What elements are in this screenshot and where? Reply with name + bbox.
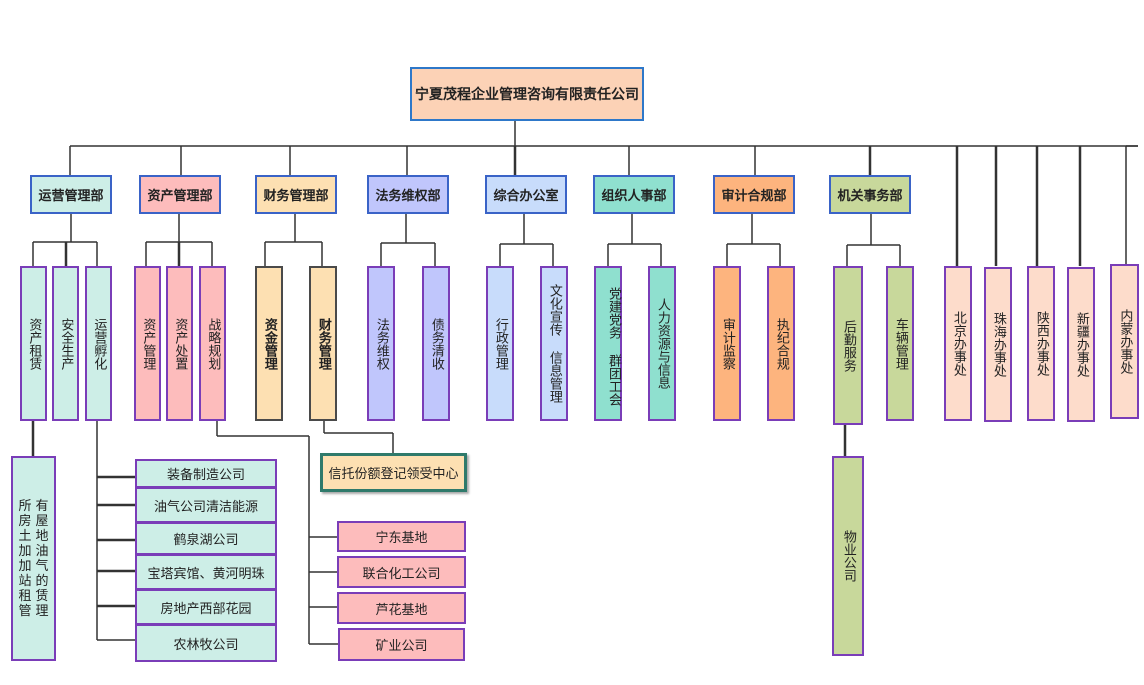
unit-administration: 行政管理 [486, 266, 514, 421]
dept-label: 法务维权部 [375, 189, 441, 204]
property-company-node: 物业公司 [832, 456, 864, 656]
lease-detail-char: 站 [18, 573, 32, 589]
dept-operations: 运营管理部 [30, 175, 112, 214]
lease-detail-char: 油 [35, 543, 49, 559]
lease-detail-char: 的 [35, 573, 49, 589]
company-real-estate: 房地产西部花园 [135, 589, 277, 625]
lease-detail-char: 屋 [35, 513, 49, 529]
lease-detail-char: 理 [35, 603, 49, 619]
unit-logistics-service: 后勤服务 [833, 266, 863, 425]
unit-financial-management: 财务管理 [309, 266, 337, 421]
dept-label: 运营管理部 [38, 189, 104, 204]
dept-finance: 财务管理部 [255, 175, 337, 214]
unit-legal-rights: 法务维权 [367, 266, 395, 421]
dept-label: 财务管理部 [263, 189, 329, 204]
unit-culture-information: 文化宣传 信息管理 [540, 266, 568, 421]
company-root-node: 宁夏茂程企业管理咨询有限责任公司 [410, 67, 644, 121]
dept-audit: 审计合规部 [713, 175, 795, 214]
dept-admin-affairs: 机关事务部 [829, 175, 911, 214]
trust-center-node: 信托份额登记领受中心 [320, 453, 467, 492]
lease-detail-char: 赁 [35, 588, 49, 604]
company-hequanhu: 鹤泉湖公司 [135, 522, 277, 555]
unit-audit-supervision: 审计监察 [713, 266, 741, 421]
base-united-chemical: 联合化工公司 [337, 556, 466, 588]
lease-detail-char: 所 [18, 498, 32, 514]
base-luhua: 芦花基地 [337, 592, 466, 624]
dept-label: 组织人事部 [601, 189, 667, 204]
dept-label: 审计合规部 [721, 189, 787, 204]
lease-detail-char: 有 [35, 498, 49, 514]
lease-detail-char: 管 [18, 603, 32, 619]
lease-detail-char: 加 [18, 558, 32, 574]
dept-assets: 资产管理部 [139, 175, 221, 214]
trust-center-label: 信托份额登记领受中心 [328, 467, 459, 482]
unit-human-resources: 人力资源与信息 [648, 266, 676, 421]
lease-detail-node: 所有房屋土地加油加气站的租赁管理 [11, 456, 56, 661]
branch-zhuhai: 珠海办事处 [984, 267, 1012, 422]
unit-asset-management: 资产管理 [134, 266, 161, 421]
company-baota-hotel: 宝塔宾馆、黄河明珠 [135, 554, 277, 590]
dept-label: 综合办公室 [493, 189, 559, 204]
unit-strategic-planning: 战略规划 [199, 266, 226, 421]
unit-debt-collection: 债务清收 [422, 266, 450, 421]
unit-vehicle-management: 车辆管理 [886, 266, 914, 421]
unit-operation-incubation: 运营孵化 [85, 266, 112, 421]
unit-fund-management: 资金管理 [255, 266, 283, 421]
lease-detail-char: 租 [18, 588, 32, 604]
branch-inner-mongolia: 内蒙办事处 [1110, 264, 1139, 419]
unit-asset-disposal: 资产处置 [166, 266, 193, 421]
branch-xinjiang: 新疆办事处 [1067, 267, 1095, 422]
unit-safety-production: 安全生产 [52, 266, 79, 421]
branch-shaanxi: 陕西办事处 [1027, 266, 1055, 421]
company-name: 宁夏茂程企业管理咨询有限责任公司 [415, 87, 639, 103]
dept-general-office: 综合办公室 [485, 175, 567, 214]
base-mining: 矿业公司 [338, 628, 465, 661]
lease-detail-text: 所有房屋土地加油加气站的租赁管理 [17, 499, 51, 619]
lease-detail-char: 加 [18, 543, 32, 559]
company-agriculture: 农林牧公司 [135, 624, 277, 662]
dept-label: 机关事务部 [837, 189, 903, 204]
lease-detail-char: 地 [35, 528, 49, 544]
unit-asset-leasing: 资产租赁 [20, 266, 47, 421]
dept-label: 资产管理部 [147, 189, 213, 204]
lease-detail-char: 气 [35, 558, 49, 574]
branch-beijing: 北京办事处 [944, 266, 972, 421]
lease-detail-char: 土 [18, 528, 32, 544]
unit-party-union: 党建党务 群团工会 [594, 266, 622, 421]
company-equipment: 装备制造公司 [135, 459, 277, 488]
dept-legal: 法务维权部 [367, 175, 449, 214]
base-ningdong: 宁东基地 [337, 521, 466, 552]
dept-hr: 组织人事部 [593, 175, 675, 214]
company-oil-gas: 油气公司清洁能源 [135, 487, 277, 523]
unit-discipline-compliance: 执纪合规 [767, 266, 795, 421]
lease-detail-char: 房 [18, 513, 32, 529]
